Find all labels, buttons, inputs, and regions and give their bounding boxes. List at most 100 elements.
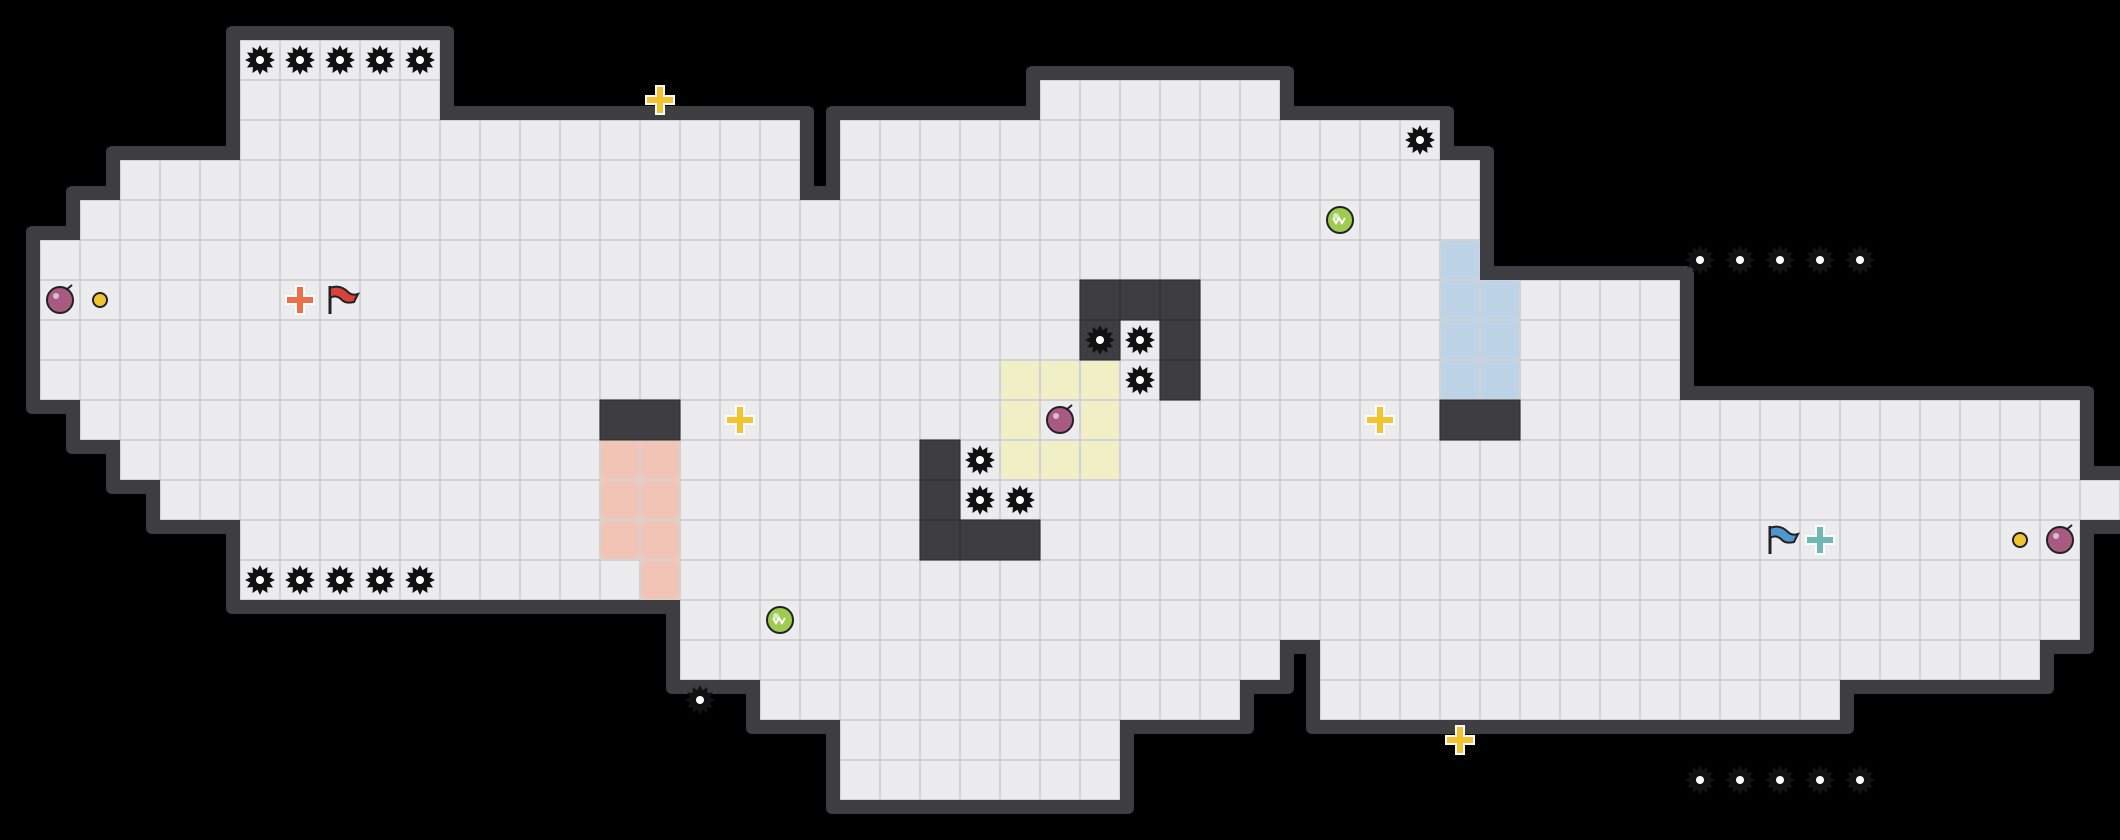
grid-cell [1760,640,1800,680]
grid-cell [560,120,600,160]
grid-cell [1080,440,1120,480]
grid-cell [1360,560,1400,600]
grid-cell [1160,680,1200,720]
grid-cell [1680,600,1720,640]
grid-cell [80,200,120,240]
grid-cell [1240,240,1280,280]
grid-cell [680,280,720,320]
grid-cell [1240,440,1280,480]
grid-cell [1680,520,1720,560]
grid-cell [1320,480,1360,520]
grid-cell [1880,600,1920,640]
grid-cell [800,600,840,640]
grid-cell [1240,560,1280,600]
grid-cell [400,160,440,200]
grid-cell [880,400,920,440]
grid-cell [360,240,400,280]
spike-icon [365,45,395,75]
grid-cell [80,320,120,360]
grid-cell [1240,80,1280,120]
grid-cell [1120,560,1160,600]
grid-cell [720,560,760,600]
grid-cell [560,320,600,360]
grid-cell [1200,120,1240,160]
grid-cell [1560,520,1600,560]
grid-cell [680,320,720,360]
grid-cell [1960,560,2000,600]
grid-cell [1600,440,1640,480]
grid-cell [1280,120,1320,160]
grid-cell [320,200,360,240]
wall-block [1119,279,1161,321]
grid-cell [1960,480,2000,520]
grid-cell [480,400,520,440]
grid-cell [1120,600,1160,640]
grid-cell [1040,240,1080,280]
grid-cell [880,280,920,320]
grid-cell [320,120,360,160]
wall-blocks-layer [599,279,1521,561]
grid-cell [1040,440,1080,480]
grid-cell [1560,360,1600,400]
grid-cell [760,480,800,520]
grid-cell [1040,640,1080,680]
grid-cell [1120,520,1160,560]
grid-cell [1080,640,1120,680]
blue-team-zone-tile [1480,360,1520,400]
grid-cell [1800,560,1840,600]
grid-cell [1320,560,1360,600]
grid-cell [760,320,800,360]
grid-cell [1280,200,1320,240]
grid-cell [360,280,400,320]
grid-cell [1720,680,1760,720]
grid-cell [1240,480,1280,520]
grid-cell [1320,160,1360,200]
grid-cell [1000,240,1040,280]
grid-cell [360,160,400,200]
grid-cell [1200,600,1240,640]
grid-cell [1160,640,1200,680]
grid-cell [1560,440,1600,480]
grid-cell [320,320,360,360]
grid-cell [480,480,520,520]
grid-cell [1000,640,1040,680]
grid-cell [800,560,840,600]
grid-cell [880,560,920,600]
grid-cell [280,400,320,440]
grid-cell [760,240,800,280]
grid-cell [1440,600,1480,640]
grid-cell [1120,120,1160,160]
grid-cell [1320,640,1360,680]
grid-cell [480,320,520,360]
neutral-zone-tile [1040,440,1080,480]
grid-cell [1000,280,1040,320]
spike-icon [285,45,315,75]
gold-token-icon [2012,532,2028,548]
grid-cell [1320,600,1360,640]
grid-cell [880,640,920,680]
blue-team-zone-tile [1480,280,1520,320]
grid-cell [760,680,800,720]
grid-cell [1080,680,1120,720]
grid-cell [1280,520,1320,560]
grid-cell [1080,200,1120,240]
grid-cell [920,200,960,240]
grid-cell [1800,520,1840,560]
grid-cell [1240,640,1280,680]
grid-cell [1600,280,1640,320]
grid-cell [840,760,880,800]
grid-cell [920,680,960,720]
grid-cell [280,320,320,360]
grid-cell [1360,120,1400,160]
grid-cell [360,200,400,240]
grid-cell [560,520,600,560]
bomb-icon [1046,404,1074,434]
grid-cell [80,400,120,440]
grid-cell [960,760,1000,800]
grid-cell [1760,520,1800,560]
grid-cell [1360,320,1400,360]
grid-cell [840,120,880,160]
grid-cell [1120,640,1160,680]
grid-cell [560,280,600,320]
grid-cell [1680,680,1720,720]
